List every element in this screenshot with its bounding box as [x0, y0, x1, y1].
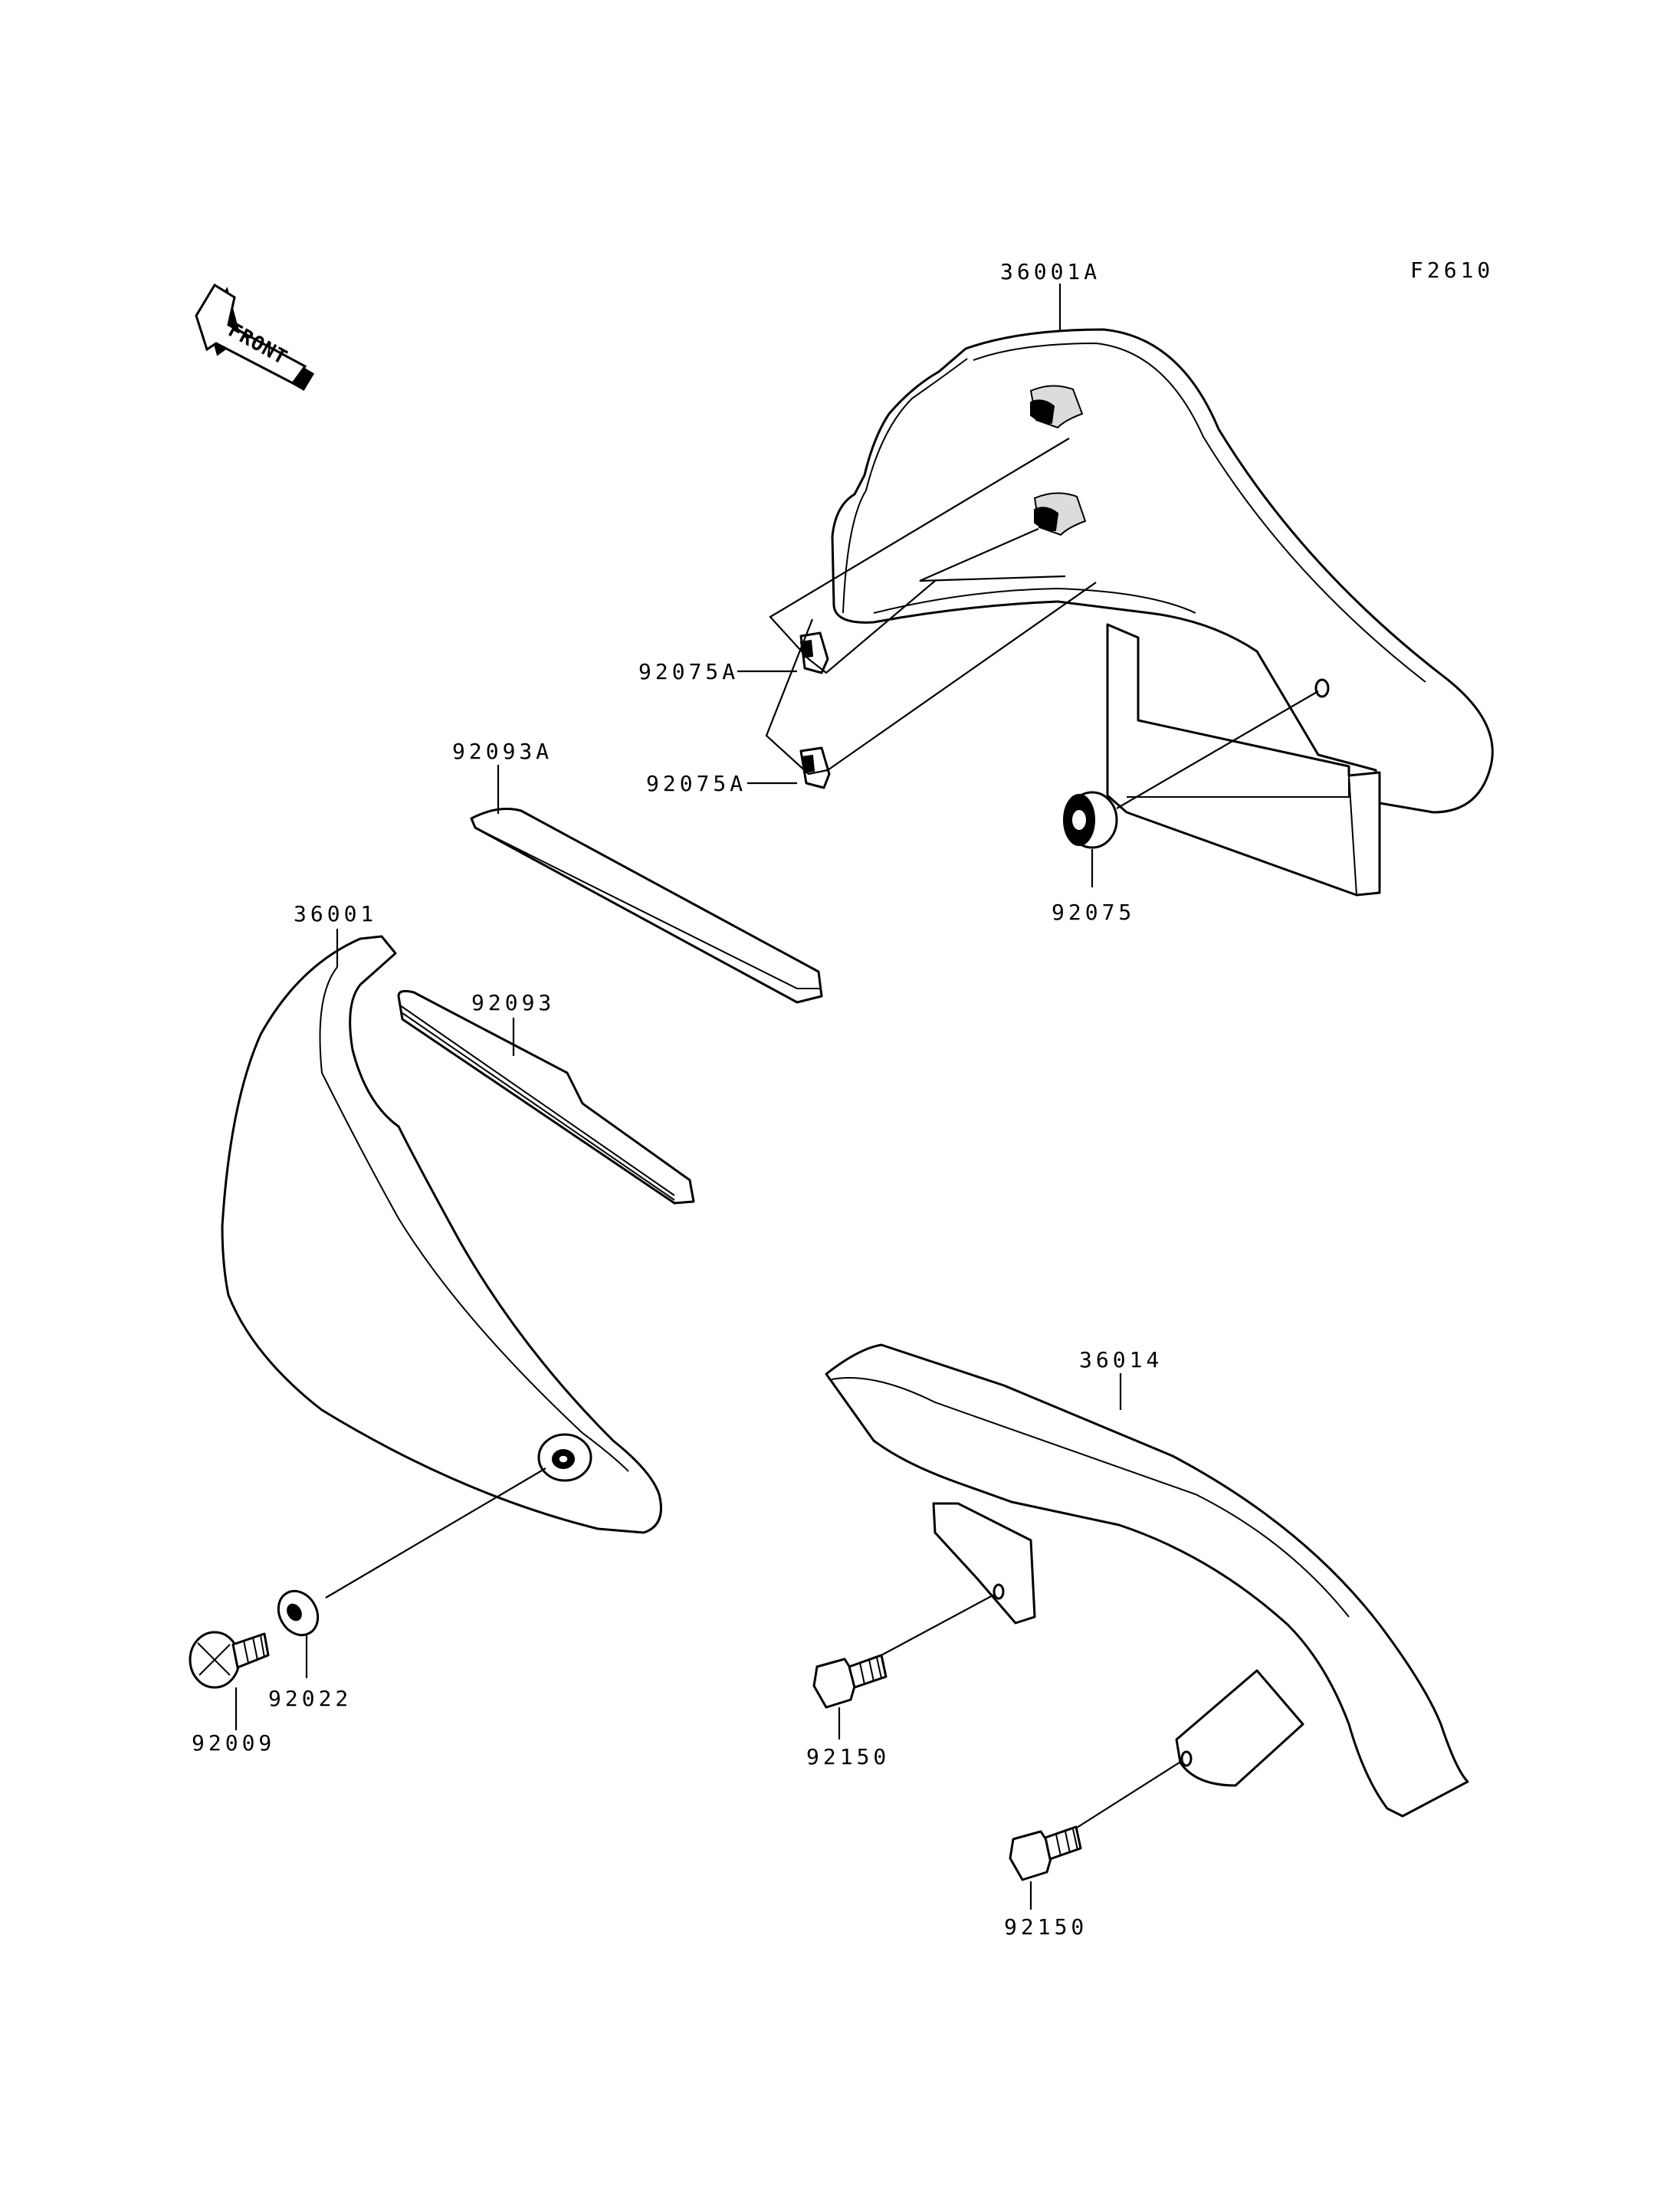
label-36001A: 36001A	[1000, 259, 1101, 284]
label-92093A: 92093A	[452, 739, 553, 764]
label-36014: 36014	[1079, 1347, 1163, 1372]
part-92150-lower-bolt	[1009, 1825, 1082, 1881]
part-92150-upper-bolt	[812, 1654, 888, 1709]
label-92150-lower: 92150	[1004, 1914, 1088, 1940]
label-36001: 36001	[294, 901, 377, 926]
label-92093: 92093	[471, 990, 555, 1015]
leader-lines	[235, 284, 1319, 1910]
label-92022: 92022	[268, 1686, 352, 1711]
part-36014-chain-guard	[825, 1343, 1469, 1818]
label-92075A-lower: 92075A	[646, 771, 746, 796]
part-92093A-strip	[470, 808, 823, 1004]
part-92022-washer	[277, 1589, 320, 1637]
part-92009-screw	[189, 1631, 270, 1689]
label-92009: 92009	[192, 1730, 275, 1756]
part-92075A-lower-clip	[799, 746, 831, 789]
label-92075A-upper: 92075A	[638, 659, 739, 684]
figure-code: F2610	[1410, 257, 1494, 283]
part-92093-strip	[397, 989, 695, 1205]
part-36001-cover	[221, 935, 662, 1534]
front-arrow-icon: FRONT	[195, 283, 315, 392]
label-92150-upper: 92150	[806, 1744, 890, 1769]
part-36001A-cover	[831, 328, 1494, 897]
label-92075: 92075	[1052, 900, 1135, 925]
part-92075-grommet	[1063, 791, 1118, 849]
part-92075A-upper-clip	[799, 631, 829, 674]
